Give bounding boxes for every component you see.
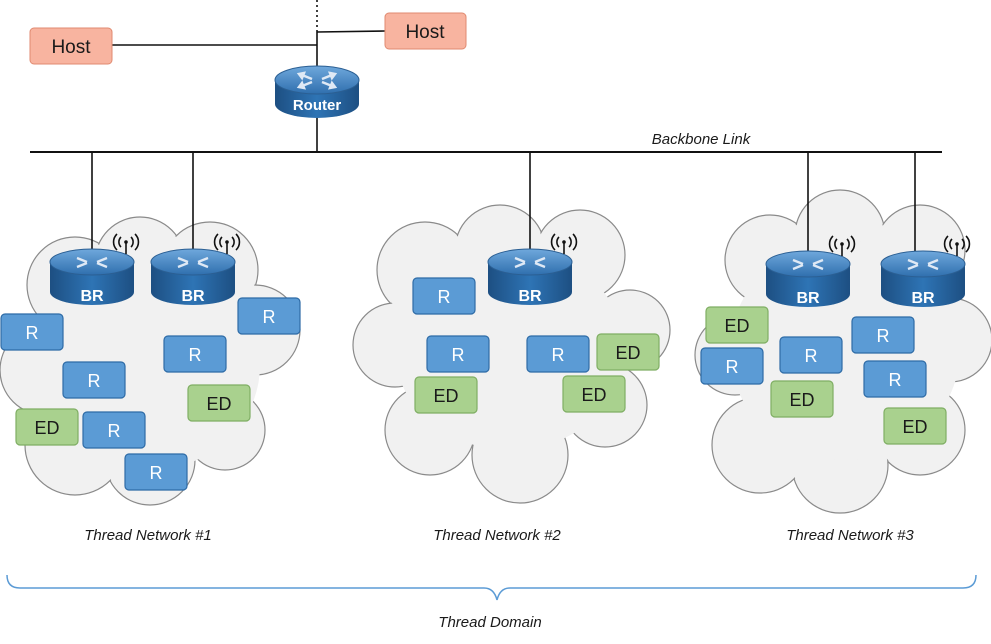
end-device-label: ED bbox=[724, 316, 749, 336]
router-node-net2[interactable]: R bbox=[426, 335, 490, 373]
router-node-net1[interactable]: R bbox=[0, 313, 64, 351]
border-router-label: BR bbox=[796, 290, 820, 307]
wireless-icon bbox=[828, 235, 856, 256]
end-device-node-net1[interactable]: ED bbox=[15, 408, 79, 446]
router-node-net3[interactable]: R bbox=[779, 336, 843, 374]
router-device[interactable]: Router bbox=[274, 65, 360, 118]
border-router-label: BR bbox=[911, 290, 935, 307]
router-node-label: R bbox=[726, 357, 739, 377]
border-router-label: BR bbox=[181, 288, 205, 305]
wireless-icon bbox=[213, 233, 241, 254]
end-device-node-net1[interactable]: ED bbox=[187, 384, 251, 422]
network-1-caption: Thread Network #1 bbox=[84, 527, 212, 544]
router-node-label: R bbox=[263, 307, 276, 327]
border-router-5[interactable]: BR bbox=[880, 235, 971, 307]
border-router-3[interactable]: BR bbox=[487, 233, 578, 305]
router-node-label: R bbox=[552, 345, 565, 365]
router-node-net3[interactable]: R bbox=[851, 316, 915, 354]
thread-domain-label: Thread Domain bbox=[438, 614, 541, 631]
router-arrows-icon bbox=[514, 256, 546, 269]
router-arrows-icon bbox=[907, 258, 939, 271]
router-node-label: R bbox=[438, 287, 451, 307]
router-arrows-icon bbox=[792, 258, 824, 271]
router-node-label: R bbox=[452, 345, 465, 365]
border-router-label: BR bbox=[80, 288, 104, 305]
border-router-4[interactable]: BR bbox=[765, 235, 856, 307]
wires bbox=[30, 0, 942, 258]
end-device-label: ED bbox=[206, 394, 231, 414]
end-device-label: ED bbox=[902, 417, 927, 437]
router-node-label: R bbox=[88, 371, 101, 391]
router-node-label: R bbox=[108, 421, 121, 441]
end-device-node-net2[interactable]: ED bbox=[414, 376, 478, 414]
router-node-label: R bbox=[26, 323, 39, 343]
router-arrows-icon bbox=[177, 256, 209, 269]
router-arrows-icon bbox=[76, 256, 108, 269]
wireless-icon bbox=[112, 233, 140, 254]
backbone-link-label: Backbone Link bbox=[652, 131, 752, 148]
end-device-label: ED bbox=[789, 390, 814, 410]
end-device-label: ED bbox=[615, 343, 640, 363]
end-device-node-net3[interactable]: ED bbox=[883, 407, 947, 445]
end-device-label: ED bbox=[433, 386, 458, 406]
border-routers: BR BR BR BR BR bbox=[49, 233, 971, 307]
router-node-net1[interactable]: R bbox=[62, 361, 126, 399]
router-node-label: R bbox=[150, 463, 163, 483]
router-node-net2[interactable]: R bbox=[412, 277, 476, 315]
router-node-net1[interactable]: R bbox=[82, 411, 146, 449]
end-device-node-net2[interactable]: ED bbox=[596, 333, 660, 371]
router-label: Router bbox=[293, 97, 341, 114]
router-node-net3[interactable]: R bbox=[863, 360, 927, 398]
host-right-label: Host bbox=[405, 22, 445, 43]
host-right-wire bbox=[316, 30, 386, 33]
thread-domain-brace bbox=[6, 574, 977, 601]
router-node-net1[interactable]: R bbox=[124, 453, 188, 491]
border-router-1[interactable]: BR bbox=[49, 233, 140, 305]
wireless-icon bbox=[943, 235, 971, 256]
network-2-caption: Thread Network #2 bbox=[433, 527, 561, 544]
end-device-node-net2[interactable]: ED bbox=[562, 375, 626, 413]
router-node-label: R bbox=[889, 370, 902, 390]
end-device-node-net3[interactable]: ED bbox=[770, 380, 834, 418]
router-node-net3[interactable]: R bbox=[700, 347, 764, 385]
border-router-2[interactable]: BR bbox=[150, 233, 241, 305]
router-arrows-icon bbox=[296, 71, 338, 90]
wireless-icon bbox=[550, 233, 578, 254]
host-left[interactable]: Host bbox=[29, 27, 113, 65]
thread-nodes: R R R R R R ED ED R R R ED ED ED ED R R R R ED ED bbox=[0, 277, 947, 491]
router-node-net1[interactable]: R bbox=[163, 335, 227, 373]
end-device-label: ED bbox=[581, 385, 606, 405]
router-node-net2[interactable]: R bbox=[526, 335, 590, 373]
router-node-label: R bbox=[805, 346, 818, 366]
host-left-label: Host bbox=[51, 37, 91, 58]
router-node-label: R bbox=[189, 345, 202, 365]
router-node-net1[interactable]: R bbox=[237, 297, 301, 335]
router-node-label: R bbox=[877, 326, 890, 346]
border-router-label: BR bbox=[518, 288, 542, 305]
end-device-node-net3[interactable]: ED bbox=[705, 306, 769, 344]
host-right[interactable]: Host bbox=[384, 12, 467, 50]
end-device-label: ED bbox=[34, 418, 59, 438]
network-3-caption: Thread Network #3 bbox=[786, 527, 914, 544]
